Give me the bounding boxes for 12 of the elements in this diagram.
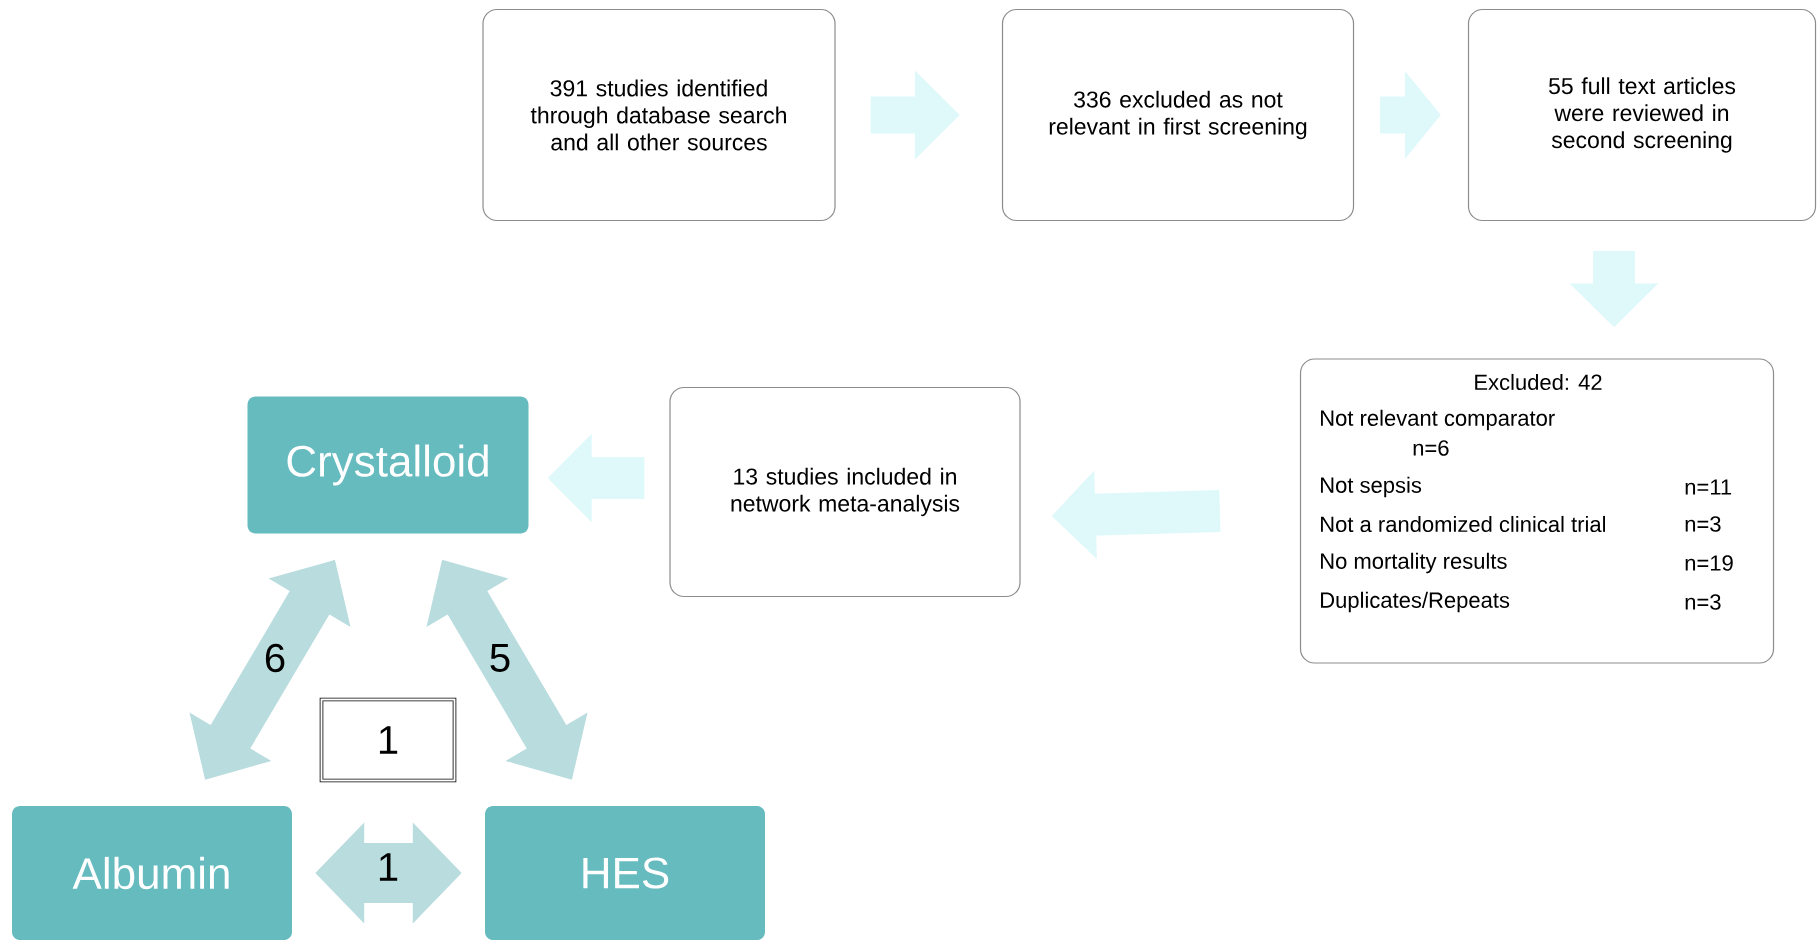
process-box: 336 excluded as not relevant in first screening xyxy=(1001,8,1355,222)
process-box: Excluded: 42 Not relevant comparator n=6 Not sepsis n=11 Not a randomized clinical trial n=3 No mortality results n=19 Duplicates/Repeats n=3 xyxy=(1299,358,1775,664)
edge-label: 5 xyxy=(490,644,510,672)
treatment-box: Albumin xyxy=(12,806,292,940)
process-box: 13 studies included in network meta-analysis xyxy=(669,386,1021,598)
treatment-box: HES xyxy=(485,806,765,940)
treatment-box: Crystalloid xyxy=(247,396,529,534)
process-box: 391 studies identified through database search and all other sources xyxy=(482,8,836,222)
comparison-count-box: 1 xyxy=(319,697,457,783)
edge-label: 1 xyxy=(379,853,398,881)
edge-label: 6 xyxy=(265,643,285,673)
process-box: 55 full text articles were reviewed in second screening xyxy=(1467,8,1817,222)
